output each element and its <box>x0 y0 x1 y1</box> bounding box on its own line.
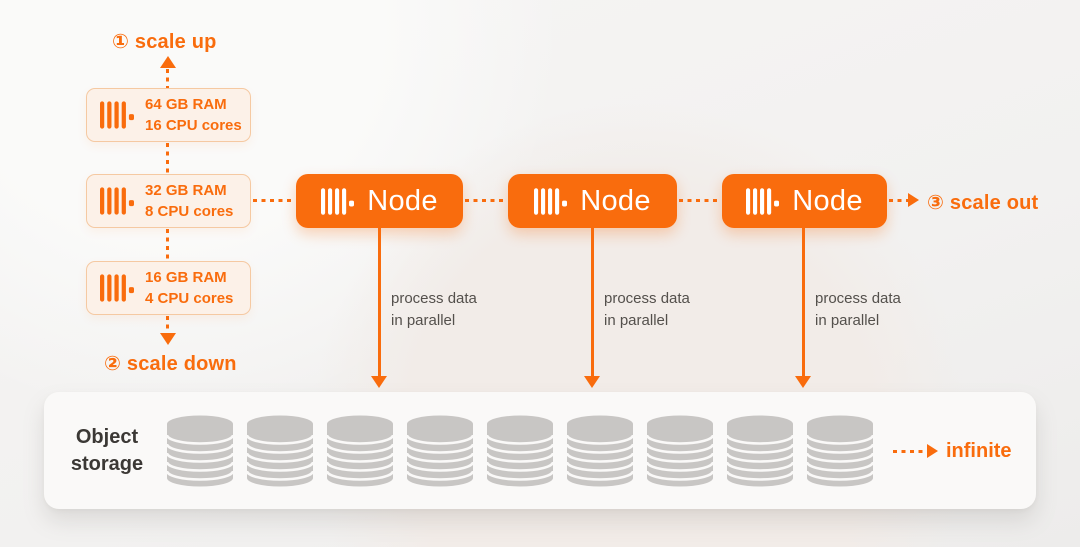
node-box-3: Node <box>722 174 887 228</box>
server-bars-icon <box>746 187 780 215</box>
node-label: Node <box>367 184 438 217</box>
cpu-value: 8 CPU cores <box>145 203 234 220</box>
database-cylinder-icon <box>325 414 395 488</box>
process-data-label: process data in parallel <box>815 288 901 332</box>
database-cylinder-icon <box>805 414 875 488</box>
dotted-connector <box>166 229 169 260</box>
process-data-label: process data in parallel <box>604 288 690 332</box>
server-bars-icon <box>100 101 134 129</box>
cpu-value: 16 CPU cores <box>145 117 242 134</box>
database-cylinder-icon <box>725 414 795 488</box>
node-box-2: Node <box>508 174 677 228</box>
ram-value: 64 GB RAM <box>145 96 227 113</box>
ram-value: 32 GB RAM <box>145 182 227 199</box>
storage-title-line2: storage <box>70 453 144 475</box>
arrow-down-icon <box>795 376 811 388</box>
node-label: Node <box>792 184 863 217</box>
dotted-connector <box>889 199 908 202</box>
process-label-line2: in parallel <box>604 312 669 329</box>
spec-box-16gb: 16 GB RAM 4 CPU cores <box>86 261 251 315</box>
dotted-connector <box>166 69 169 88</box>
process-label-line1: process data <box>391 290 477 307</box>
ram-value: 16 GB RAM <box>145 269 227 286</box>
process-arrow-line <box>591 228 594 377</box>
database-cylinder-icon <box>645 414 715 488</box>
server-bars-icon <box>321 187 355 215</box>
arrow-down-icon <box>371 376 387 388</box>
database-cylinder-icon <box>485 414 555 488</box>
dotted-connector <box>166 316 169 334</box>
node-box-1: Node <box>296 174 463 228</box>
arrow-right-icon <box>908 193 919 207</box>
server-bars-icon <box>534 187 568 215</box>
server-bars-icon <box>100 187 134 215</box>
arrow-down-icon <box>160 333 176 345</box>
database-cylinder-icon <box>405 414 475 488</box>
scale-up-label: ① scale up <box>112 31 217 53</box>
process-arrow-line <box>378 228 381 377</box>
database-cylinder-icon <box>165 414 235 488</box>
process-data-label: process data in parallel <box>391 288 477 332</box>
process-label-line1: process data <box>815 290 901 307</box>
arrow-right-icon <box>927 444 938 458</box>
storage-title-line1: Object <box>75 426 139 448</box>
arrow-down-icon <box>584 376 600 388</box>
database-cylinder-icon <box>245 414 315 488</box>
cpu-value: 4 CPU cores <box>145 290 234 307</box>
dotted-connector <box>166 143 169 173</box>
scale-down-label: ② scale down <box>104 353 237 375</box>
database-cylinder-icon <box>565 414 635 488</box>
scale-out-label: ③ scale out <box>927 192 1039 214</box>
process-arrow-line <box>802 228 805 377</box>
object-storage-title: Object storage <box>52 424 162 478</box>
server-bars-icon <box>100 274 134 302</box>
process-label-line1: process data <box>604 290 690 307</box>
dotted-connector <box>893 450 927 453</box>
dotted-connector <box>253 199 295 202</box>
arrow-up-icon <box>160 56 176 68</box>
spec-box-32gb: 32 GB RAM 8 CPU cores <box>86 174 251 228</box>
storage-cylinders <box>165 414 875 488</box>
process-label-line2: in parallel <box>391 312 456 329</box>
spec-text: 32 GB RAM 8 CPU cores <box>145 180 233 222</box>
spec-text: 16 GB RAM 4 CPU cores <box>145 267 233 309</box>
dotted-connector <box>465 199 506 202</box>
process-label-line2: in parallel <box>815 312 880 329</box>
node-label: Node <box>580 184 651 217</box>
spec-box-64gb: 64 GB RAM 16 CPU cores <box>86 88 251 142</box>
spec-text: 64 GB RAM 16 CPU cores <box>145 94 242 136</box>
dotted-connector <box>679 199 720 202</box>
infinite-label: infinite <box>946 440 1012 462</box>
